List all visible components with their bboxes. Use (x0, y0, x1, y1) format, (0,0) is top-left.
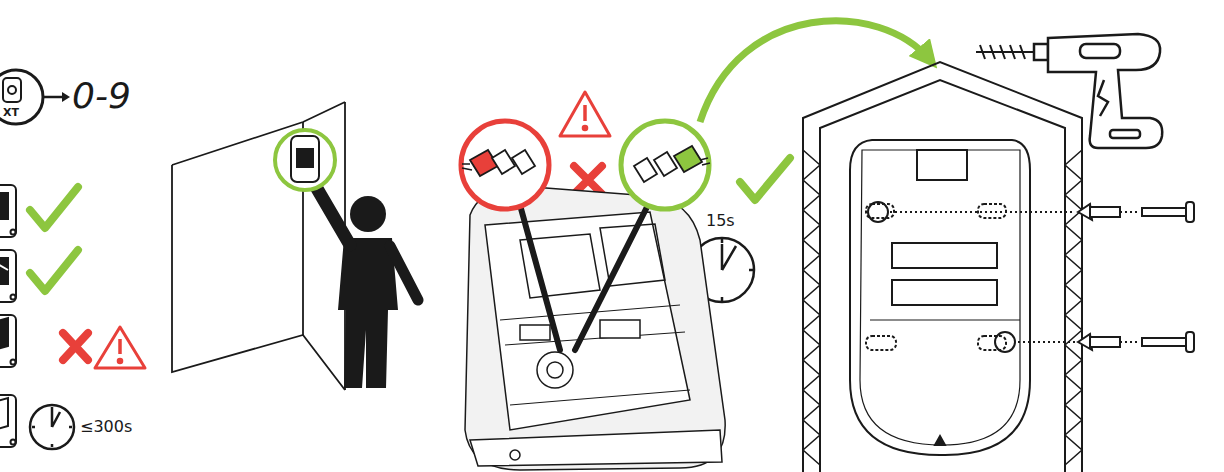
time-limit: ≤300s (80, 418, 132, 436)
opened-detector (465, 186, 725, 470)
address-selector (0, 70, 70, 124)
back-plate (850, 140, 1075, 455)
move-arrow (700, 21, 930, 122)
jumper-leaders (520, 205, 648, 350)
segment-range: 0-9 (72, 76, 131, 116)
wall-plugs-screws (1078, 202, 1194, 352)
jumper-wrong (461, 121, 549, 209)
room-corner (172, 102, 345, 390)
wall-corner (803, 62, 1082, 472)
time-label: 15s (706, 212, 735, 230)
drill (976, 34, 1162, 148)
selector-label: XT (3, 107, 19, 119)
jumper-right (621, 121, 710, 209)
mounted-detector (275, 130, 335, 190)
person (312, 180, 418, 388)
led-states (0, 185, 16, 447)
